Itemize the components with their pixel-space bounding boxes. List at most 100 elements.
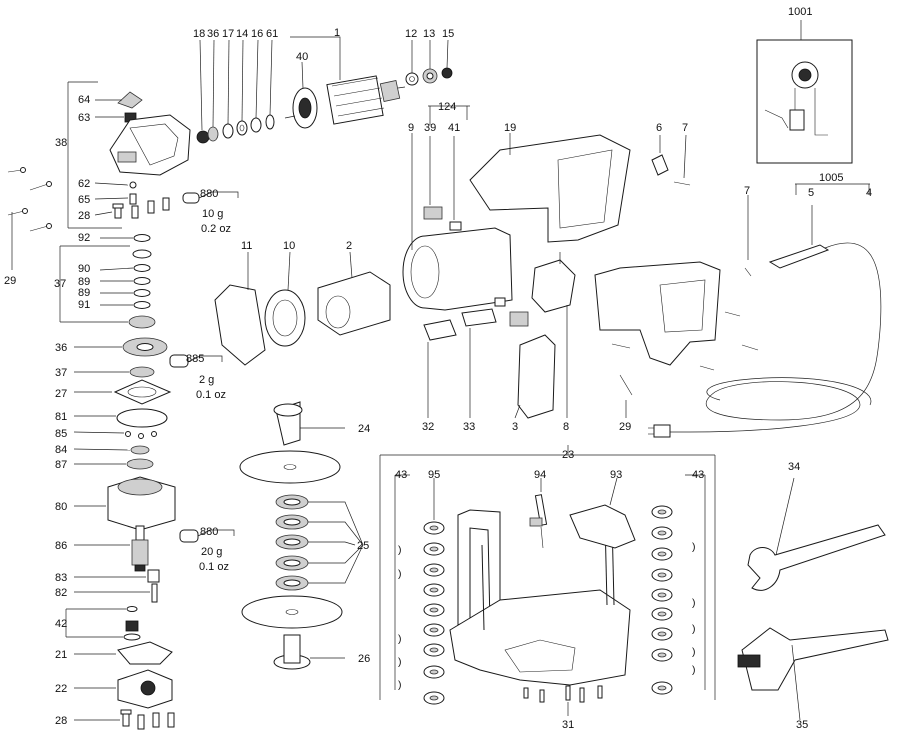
label-35: 35 [796,719,808,731]
svg-text:): ) [692,623,696,635]
label-23: 23 [562,449,574,461]
dust-adapter [569,504,636,549]
label-83: 83 [55,572,67,584]
label-25: 25 [357,540,369,552]
label-86: 86 [55,540,67,552]
label-65: 65 [78,194,90,206]
label-18: 18 [193,28,205,40]
label-36: 36 [207,28,219,40]
label-89a: 89 [78,276,90,288]
grease-3-code: 880 [200,526,218,538]
drill-stand-discs [239,401,364,670]
wrench [747,524,886,591]
label-11: 11 [241,240,252,252]
label-1001: 1001 [788,6,812,18]
label-41: 41 [448,122,460,134]
grease-1-code: 880 [200,188,218,200]
label-92: 92 [78,232,90,244]
label-10: 10 [283,240,295,252]
label-32: 32 [422,421,434,433]
label-40: 40 [296,51,308,63]
cable-group [648,20,882,438]
left-stack-group [59,234,235,730]
grease-3-ounces: 0.1 oz [199,561,229,573]
label-1: 1 [334,27,340,39]
drill-stand-group: ) ) ) ) ) [379,445,716,716]
label-87: 87 [55,459,67,471]
svg-text:): ) [692,646,696,658]
label-82: 82 [55,587,67,599]
label-14: 14 [236,28,248,40]
label-22: 22 [55,683,67,695]
label-19: 19 [504,122,516,134]
label-37b: 37 [55,367,67,379]
svg-text:): ) [398,679,402,691]
svg-text:): ) [692,664,696,676]
label-64: 64 [78,94,90,106]
wiring-detail-box [756,39,853,164]
label-36b: 36 [55,342,67,354]
label-29b: 29 [619,421,631,433]
clip-part [117,91,143,109]
label-3: 3 [512,421,518,433]
label-89b: 89 [78,287,90,299]
motor-housing-group [214,105,759,419]
label-85: 85 [55,428,67,440]
chisel-holder [741,627,889,691]
label-28b: 28 [55,715,67,727]
svg-text:): ) [398,544,402,556]
svg-text:): ) [692,597,696,609]
label-80: 80 [55,501,67,513]
label-81: 81 [55,411,67,423]
gear-housing-group [7,81,239,270]
label-63: 63 [78,112,90,124]
label-34: 34 [788,461,800,473]
grease-2-code: 885 [186,353,204,365]
label-33: 33 [463,421,475,433]
label-43b: 43 [692,469,704,481]
label-15: 15 [442,28,454,40]
grease-1-weight: 10 g [202,208,223,220]
label-12: 12 [405,28,417,40]
label-7a: 7 [682,122,688,134]
grease-2-weight: 2 g [199,374,214,386]
part-labels: 1 40 18 36 17 14 16 61 12 13 15 124 9 39… [4,6,872,731]
label-16: 16 [251,28,263,40]
label-1005: 1005 [819,172,843,184]
grease-tube-icon [179,529,199,543]
cable-sleeve [768,244,830,269]
label-91: 91 [78,299,90,311]
label-38: 38 [55,137,67,149]
grease-tube-icon [182,192,200,204]
stand-base [449,589,631,686]
label-9: 9 [408,122,414,134]
label-28a: 28 [78,210,90,222]
accessories-group [737,477,889,721]
label-124: 124 [438,101,456,113]
label-90: 90 [78,263,90,275]
svg-text:): ) [692,541,696,553]
armature-group [196,36,453,144]
label-93: 93 [610,469,622,481]
label-29a: 29 [4,275,16,287]
label-95: 95 [428,469,440,481]
label-94: 94 [534,469,546,481]
label-24: 24 [358,423,370,435]
grease-tube-icon [169,354,189,368]
svg-text:): ) [398,656,402,668]
handle-housing-right [594,261,721,366]
grease-3-weight: 20 g [201,546,222,558]
label-4: 4 [866,187,872,199]
svg-text:): ) [398,633,402,645]
label-5: 5 [808,187,814,199]
handle-housing-left [469,134,631,243]
label-62: 62 [78,178,90,190]
label-61: 61 [266,28,278,40]
svg-text:): ) [398,568,402,580]
label-2: 2 [346,240,352,252]
label-27: 27 [55,388,67,400]
label-7b: 7 [744,185,750,197]
label-17: 17 [222,28,234,40]
label-43a: 43 [395,469,407,481]
